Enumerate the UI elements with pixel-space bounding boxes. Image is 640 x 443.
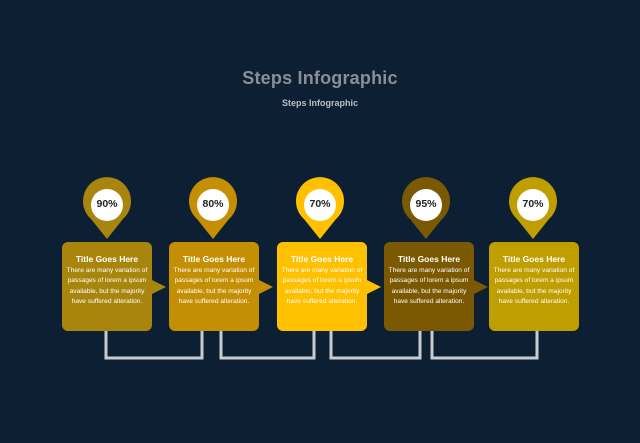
page-title: Steps Infographic bbox=[242, 68, 398, 88]
step-3-title: Title Goes Here bbox=[290, 254, 354, 264]
step-arrows bbox=[152, 280, 488, 294]
step-card-4: Title Goes Here There are many variation… bbox=[384, 242, 474, 331]
step-5-percent: 70% bbox=[522, 198, 544, 210]
step-3-percent: 70% bbox=[309, 198, 331, 210]
step-1-body: There are many variation of passages of … bbox=[66, 267, 148, 306]
step-2-body: There are many variation of passages of … bbox=[173, 267, 255, 306]
connector-lines bbox=[104, 331, 539, 360]
step-card-3: Title Goes Here There are many variation… bbox=[277, 242, 367, 331]
arrow-3-icon bbox=[367, 280, 381, 294]
pin-5-icon bbox=[509, 177, 557, 239]
page-subtitle: Steps Infographic bbox=[281, 98, 358, 108]
step-card-2: Title Goes Here There are many variation… bbox=[169, 242, 259, 331]
pin-4-icon bbox=[402, 177, 451, 239]
step-5-body: There are many variation of passages of … bbox=[493, 267, 575, 306]
step-card-1: Title Goes Here There are many variation… bbox=[62, 242, 152, 331]
step-4-title: Title Goes Here bbox=[397, 254, 461, 264]
step-pins bbox=[83, 177, 557, 239]
step-3-body: There are many variation of passages of … bbox=[281, 267, 363, 306]
arrow-1-icon bbox=[152, 280, 166, 294]
step-1-percent: 90% bbox=[96, 198, 118, 210]
connector-1-2 bbox=[104, 331, 204, 360]
connector-3-4 bbox=[329, 331, 422, 360]
pin-3-icon bbox=[296, 177, 345, 239]
pin-2-icon bbox=[189, 177, 237, 239]
step-1-title: Title Goes Here bbox=[75, 254, 139, 264]
step-card-5: Title Goes Here There are many variation… bbox=[489, 242, 579, 331]
connector-2-3 bbox=[219, 331, 316, 360]
step-4-percent: 95% bbox=[415, 198, 437, 210]
step-2-percent: 80% bbox=[202, 198, 224, 210]
step-5-title: Title Goes Here bbox=[502, 254, 566, 264]
connector-4-5 bbox=[430, 331, 539, 360]
step-4-body: There are many variation of passages of … bbox=[388, 267, 470, 306]
step-2-title: Title Goes Here bbox=[182, 254, 246, 264]
pin-1-icon bbox=[83, 177, 132, 239]
arrow-2-icon bbox=[259, 280, 273, 294]
arrow-4-icon bbox=[474, 280, 488, 294]
